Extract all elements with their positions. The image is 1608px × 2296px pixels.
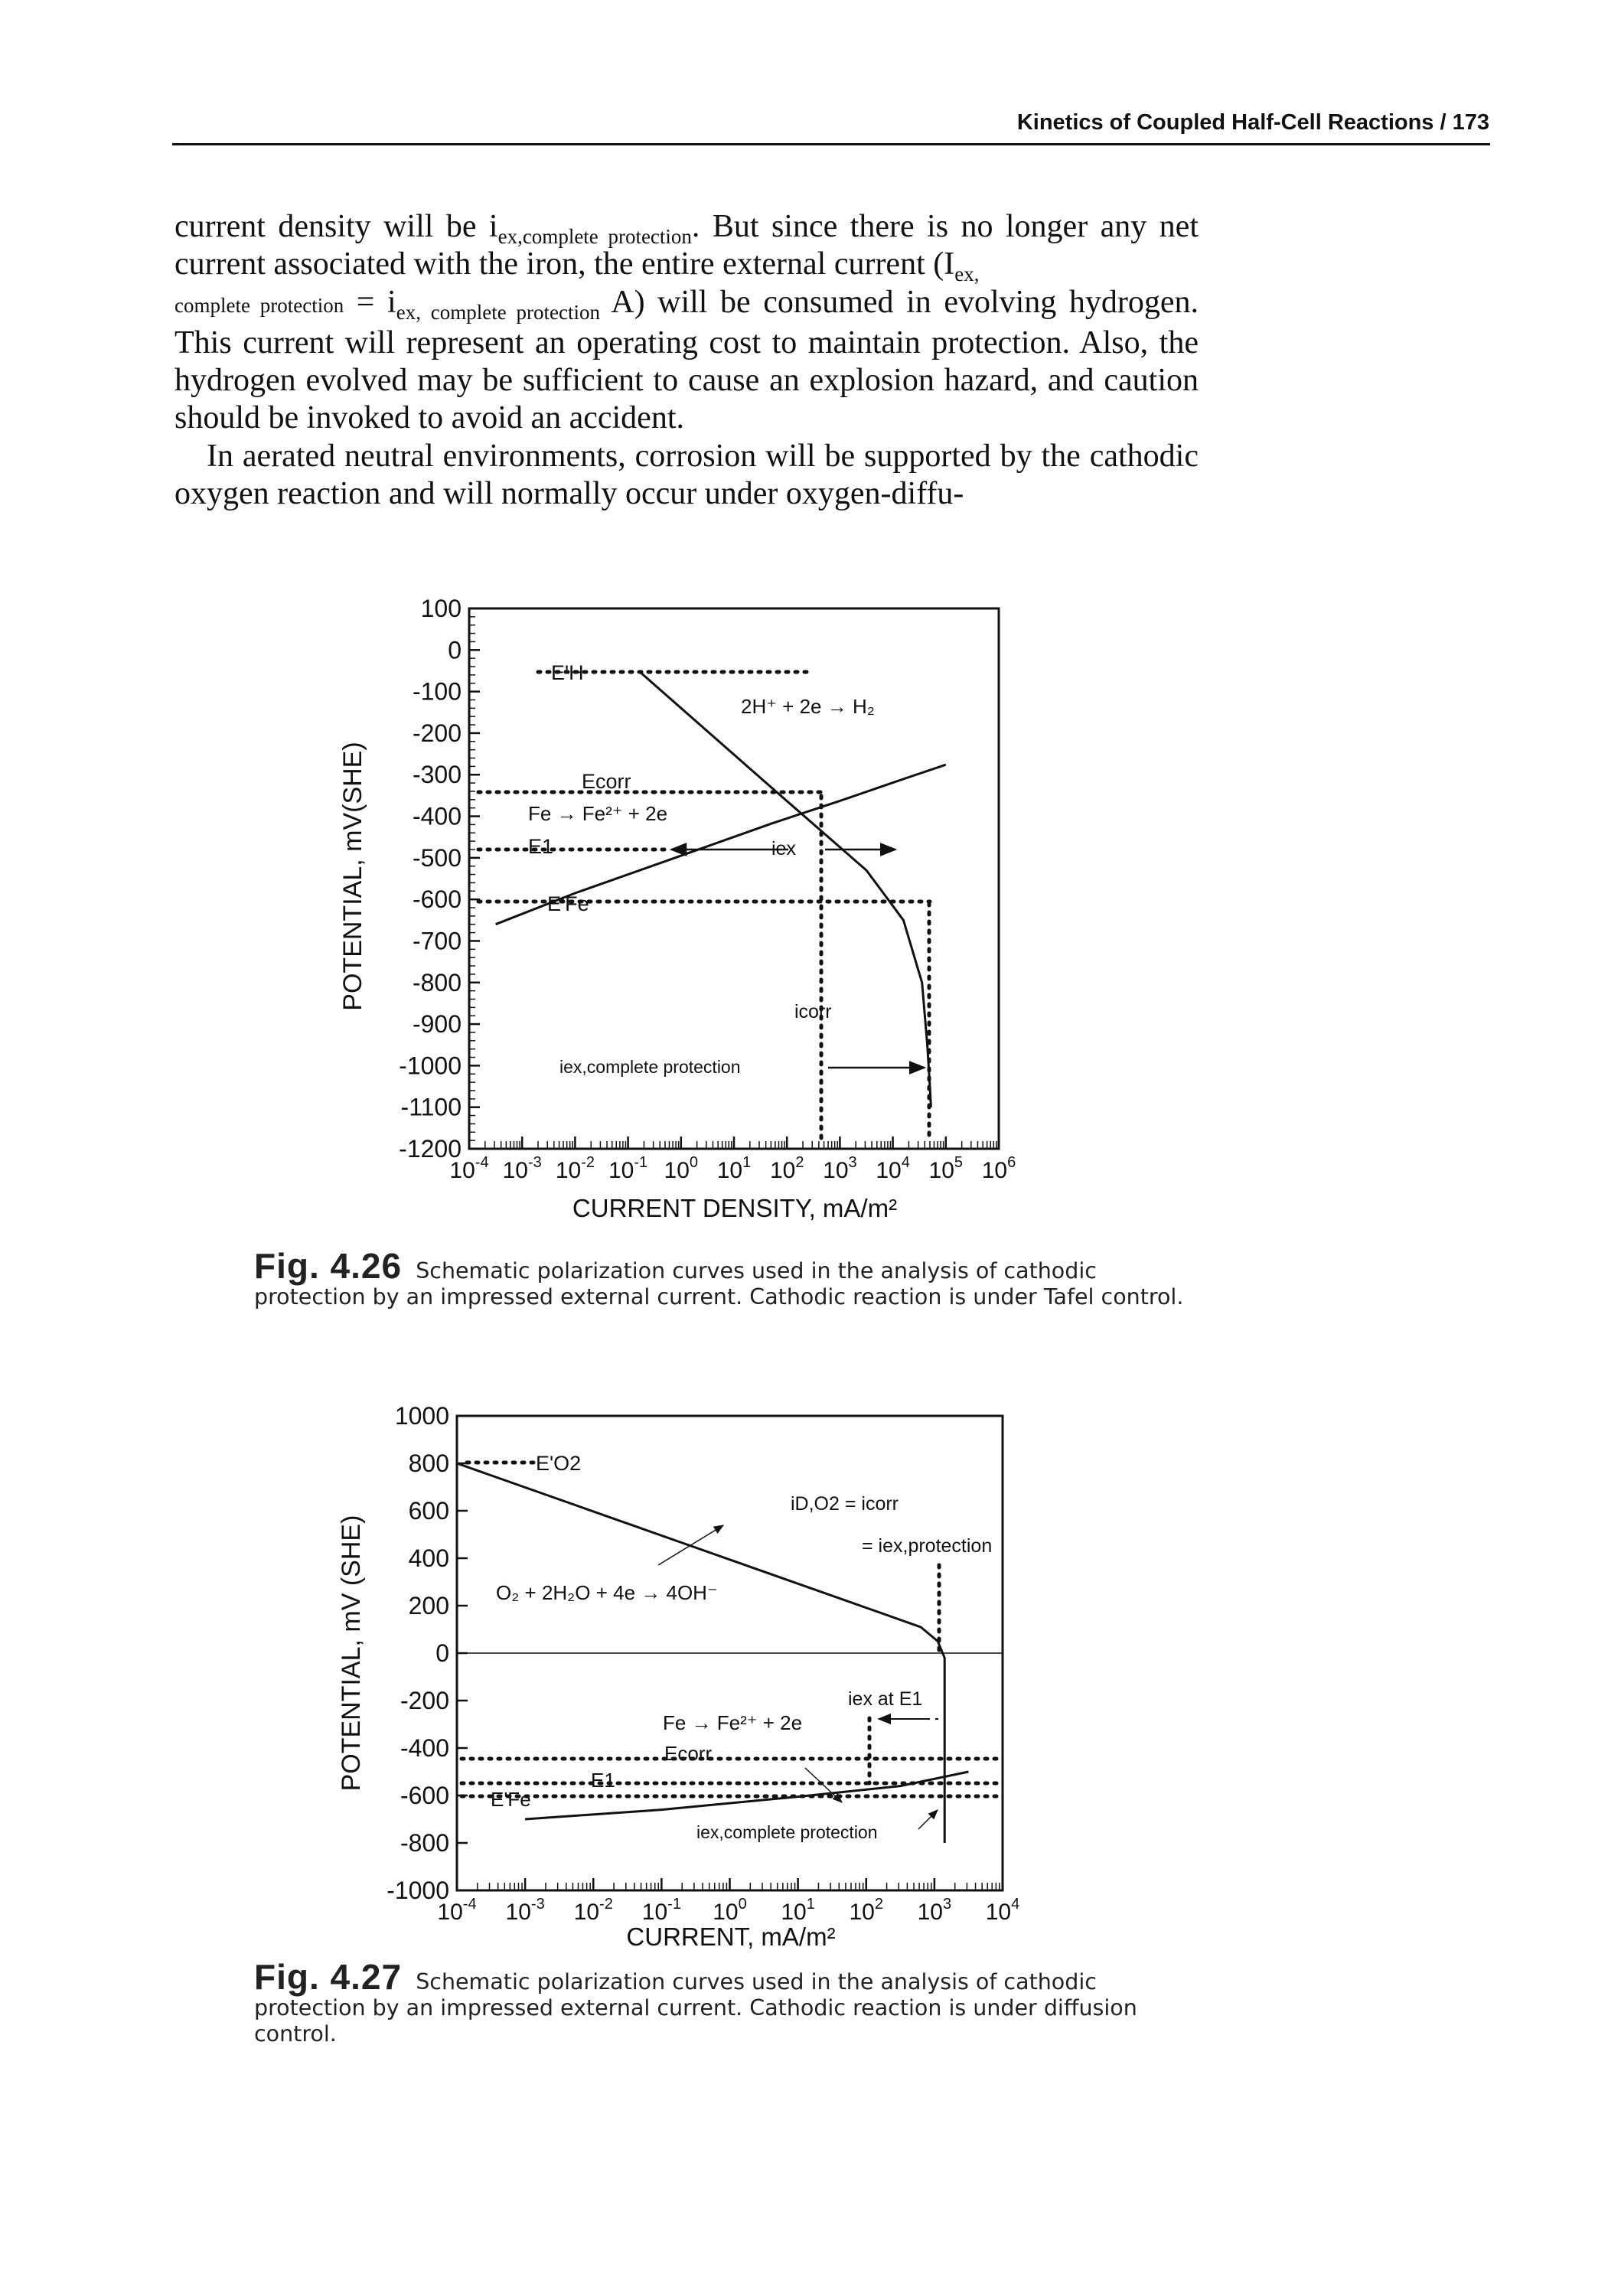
- chart2-reference-lines: [459, 1460, 1001, 1799]
- figure-label: Fig. 4.27: [254, 1957, 403, 1997]
- y-tick-label: -600: [400, 1782, 449, 1809]
- running-head: Kinetics of Coupled Half-Cell Reactions …: [1016, 110, 1489, 135]
- y-tick-label: -400: [413, 803, 462, 830]
- chart1-reference-lines: [476, 670, 932, 1143]
- leader-iex-complete: [918, 1809, 938, 1830]
- x-tick-label: 103: [823, 1154, 857, 1183]
- chart1-x-axis-label: CURRENT DENSITY, mA/m²: [572, 1194, 897, 1222]
- x-tick-label: 10-4: [437, 1896, 476, 1925]
- y-tick-label: 200: [409, 1592, 449, 1619]
- y-tick-label: -500: [413, 844, 462, 872]
- y-tick-label: 0: [435, 1639, 449, 1667]
- figure-4-26-chart: 100 0 -100 -200 -300 -400 -500 -600 -700 -800 -900…: [338, 595, 1016, 1222]
- x-tick-label: 10-4: [449, 1154, 488, 1183]
- y-tick-label: -800: [400, 1829, 449, 1857]
- y-tick-label: 600: [409, 1497, 449, 1525]
- y-tick-label: -100: [413, 678, 462, 706]
- y-tick-label: -400: [400, 1734, 449, 1762]
- y-tick-label: -300: [413, 761, 462, 788]
- label-e1: E1: [591, 1769, 615, 1792]
- label-iex-protection: = iex,protection: [862, 1535, 992, 1557]
- chart1-frame: [468, 607, 1000, 1150]
- x-tick-label: 106: [982, 1154, 1016, 1183]
- caption-text: Schematic polarization curves used in th…: [254, 1258, 1184, 1309]
- chart2-x-axis-label: CURRENT, mA/m²: [626, 1923, 835, 1951]
- label-eh: E'H: [551, 661, 584, 684]
- y-tick-label: -900: [413, 1010, 462, 1038]
- series-fe-oxidation: [524, 1770, 969, 1821]
- x-tick-label: 101: [717, 1154, 752, 1183]
- label-h2-reaction: 2H⁺ + 2e → H₂: [741, 695, 875, 718]
- y-tick-label: 100: [421, 595, 462, 622]
- label-iex-complete: iex,complete protection: [559, 1057, 741, 1077]
- y-tick-label: -1000: [387, 1877, 449, 1904]
- x-tick-label: 10-3: [506, 1896, 545, 1925]
- x-tick-label: 100: [713, 1896, 747, 1925]
- leader-fe: [804, 1767, 843, 1803]
- x-tick-label: 101: [781, 1896, 815, 1925]
- figure-4-27-chart: 1000 800 600 400 200 0 -200 -400 -600 -800 -1000 1…: [337, 1402, 1020, 1951]
- x-tick-label: 10-1: [608, 1154, 647, 1183]
- x-tick-label: 102: [850, 1896, 884, 1925]
- paragraph-1: current density will be iex,complete pro…: [174, 209, 1199, 436]
- y-tick-label: -1000: [399, 1052, 462, 1079]
- label-fe-reaction: Fe → Fe²⁺ + 2e: [528, 802, 667, 825]
- label-o2-reaction: O₂ + 2H₂O + 4e → 4OH⁻: [496, 1581, 718, 1604]
- y-tick-label: 1000: [395, 1402, 449, 1430]
- label-icorr: icorr: [794, 1001, 832, 1022]
- caption-text: Schematic polarization curves used in th…: [254, 1969, 1137, 2047]
- y-tick-label: 400: [409, 1544, 449, 1572]
- y-tick-label: -600: [413, 885, 462, 913]
- x-tick-label: 102: [770, 1154, 804, 1183]
- x-tick-label: 104: [986, 1896, 1020, 1925]
- y-tick-label: -700: [413, 927, 462, 954]
- x-tick-label: 10-1: [642, 1896, 681, 1925]
- series-fe-oxidation: [495, 763, 947, 926]
- label-ecorr: Ecorr: [582, 770, 631, 793]
- leader-o2: [657, 1525, 725, 1566]
- chart1-ticks: [468, 607, 1000, 1150]
- x-tick-label: 103: [918, 1896, 952, 1925]
- label-iex-at-e1: iex at E1: [848, 1688, 922, 1710]
- label-iex-complete: iex,complete protection: [696, 1822, 878, 1842]
- label-ecorr: Ecorr: [664, 1742, 712, 1765]
- y-tick-label: -200: [400, 1687, 449, 1714]
- y-tick-label: 0: [448, 636, 462, 664]
- chart1-y-axis-label: POTENTIAL, mV(SHE): [338, 742, 367, 1010]
- y-tick-label: -1100: [401, 1094, 462, 1121]
- body-text: current density will be iex,complete pro…: [174, 208, 1199, 513]
- label-e1: E1: [528, 835, 553, 858]
- chart1-annotations: E'H 2H⁺ + 2e → H₂ Ecorr Fe → Fe²⁺ + 2e E…: [528, 661, 875, 1077]
- figure-label: Fig. 4.26: [254, 1246, 403, 1286]
- label-id-o2: iD,O2 = icorr: [791, 1493, 899, 1515]
- x-tick-label: 10-2: [556, 1154, 595, 1183]
- paragraph-2: In aerated neutral environments, corrosi…: [174, 438, 1199, 512]
- y-tick-label: -800: [413, 969, 462, 996]
- y-tick-label: -1200: [399, 1135, 462, 1163]
- label-efe: E'Fe: [491, 1788, 531, 1811]
- label-fe-reaction: Fe → Fe²⁺ + 2e: [663, 1711, 802, 1734]
- x-tick-label: 10-2: [574, 1896, 613, 1925]
- x-tick-label: 10-3: [503, 1154, 542, 1183]
- label-iex: iex: [771, 838, 796, 859]
- y-tick-label: 800: [409, 1450, 449, 1477]
- chart2-y-axis-label: POTENTIAL, mV (SHE): [337, 1515, 366, 1792]
- x-tick-label: 105: [929, 1154, 964, 1183]
- figure-4-27-caption: Fig. 4.27 Schematic polarization curves …: [254, 1959, 1211, 2047]
- series-h2-evolution: [638, 670, 932, 1107]
- header-rule: [172, 143, 1490, 145]
- figure-4-26-caption: Fig. 4.26 Schematic polarization curves …: [254, 1248, 1211, 1310]
- y-tick-label: -200: [413, 719, 462, 747]
- x-tick-label: 100: [664, 1154, 699, 1183]
- chart2-annotations: E'O2 iD,O2 = icorr = iex,protection O₂ +…: [491, 1452, 992, 1842]
- label-eo2: E'O2: [536, 1452, 581, 1475]
- x-tick-label: 104: [876, 1154, 910, 1183]
- label-efe: E'Fe: [547, 892, 589, 915]
